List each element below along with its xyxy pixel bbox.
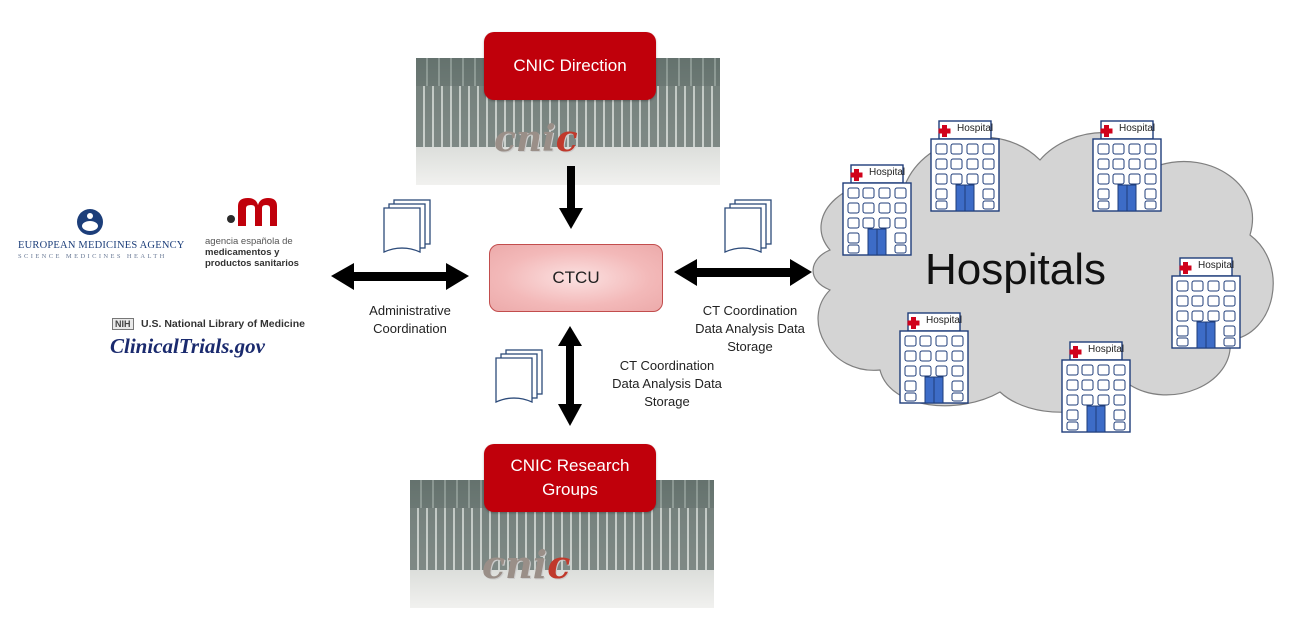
- ema-logo-name: EUROPEAN MEDICINES AGENCY: [18, 240, 185, 251]
- arrows: [331, 166, 812, 426]
- nlm-logo-text: U.S. National Library of Medicine: [141, 318, 305, 330]
- cnic-sign: cnic: [494, 118, 578, 160]
- aemps-logo-text: agencia española de medicamentos y produ…: [205, 236, 299, 269]
- ctcu-node: CTCU: [489, 244, 663, 312]
- cnic-direction-node: CNIC Direction: [484, 32, 656, 100]
- clinicaltrials-logo: ClinicalTrials.gov: [110, 334, 265, 358]
- nih-logo: NIH: [112, 318, 134, 330]
- ema-logo-tagline: SCIENCE MEDICINES HEALTH: [18, 253, 167, 260]
- hospital-label: Hospital: [1198, 260, 1235, 271]
- hospital-label: Hospital: [869, 167, 906, 178]
- hospital-label: Hospital: [1088, 344, 1125, 355]
- cnic-building-photo-bottom: cnic: [410, 480, 714, 608]
- cnic-research-groups-node: CNIC Research Groups: [484, 444, 656, 512]
- cnic-sign: cnic: [482, 542, 571, 587]
- hospital-label: Hospital: [957, 123, 994, 134]
- hospital-label: Hospital: [1119, 123, 1156, 134]
- hospitals-node-label: Hospitals: [925, 245, 1106, 294]
- hospital-label: Hospital: [926, 315, 963, 326]
